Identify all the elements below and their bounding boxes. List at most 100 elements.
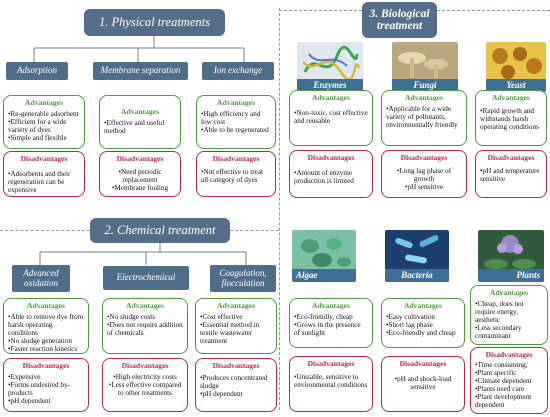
list-item: •Plants need care bbox=[475, 384, 525, 393]
list-item: •Amount of enzyme production is limited bbox=[294, 168, 354, 185]
bacteria-image bbox=[395, 235, 439, 264]
method-electrochemical: Electrochemical bbox=[103, 266, 189, 290]
list-item: •Short lag phase bbox=[386, 320, 433, 329]
yeast-advantages: Advantages •Rapid growth and withstands … bbox=[475, 90, 547, 146]
bacteria-advantages: Advantages •Easy cultivation •Short lag … bbox=[381, 298, 465, 348]
plants-image bbox=[484, 235, 536, 269]
membrane-disadvantages: Disadvantages •Need periodic replacement… bbox=[99, 151, 181, 197]
fungi-advantages: Advantages •Applicable for a wide variet… bbox=[381, 90, 467, 146]
list-item: •No sludge costs bbox=[107, 312, 156, 321]
divider-left-right bbox=[230, 230, 279, 231]
method-membrane-separation: Membrane separation bbox=[93, 62, 188, 80]
list-item: •Unstable, sensitive to environmental co… bbox=[294, 372, 368, 389]
algae-photo: Algae bbox=[292, 230, 356, 282]
method-advanced-oxidation: Advanced oxidation bbox=[12, 265, 70, 292]
plants-disadvantages: Disadvantages •Time consuming, •Plant sp… bbox=[470, 347, 548, 414]
biological-title: 3. Biological treatment bbox=[362, 2, 437, 38]
fungi-disadvantages: Disadvantages •Long lag phase of growth … bbox=[381, 150, 467, 198]
ion-exchange-disadvantages: Disadvantages •Not effective to treat al… bbox=[196, 151, 276, 197]
list-item: •pH sensitive bbox=[404, 182, 444, 191]
list-item: •pH and temperature sensitive bbox=[480, 166, 540, 183]
electrochemical-advantages: Advantages •No sludge costs •Does not re… bbox=[102, 298, 188, 354]
list-item: •Non-toxic, cost effective and reusable bbox=[294, 108, 368, 125]
list-item: •Need periodic replacement bbox=[118, 167, 162, 184]
protein-structure-image bbox=[302, 46, 361, 81]
enzymes-advantages: Advantages •Non-toxic, cost effective an… bbox=[289, 90, 373, 146]
list-item: •High electricity costs bbox=[113, 372, 177, 381]
plants-label: Plants bbox=[478, 269, 544, 282]
list-item: •High efficiency and low cost bbox=[201, 109, 261, 126]
yeast-disadvantages: Disadvantages •pH and temperature sensit… bbox=[475, 150, 547, 198]
list-item: •Produces concentrated sludge bbox=[200, 373, 268, 390]
algae-image bbox=[301, 238, 351, 267]
list-item: •Faster reaction kinetics bbox=[8, 344, 78, 353]
list-item: •Cheap, does not require energy, aesthet… bbox=[475, 299, 524, 324]
plants-advantages: Advantages •Cheap, does not require ener… bbox=[470, 285, 548, 345]
enzymes-photo: Enzymes bbox=[297, 42, 363, 92]
electrochemical-disadvantages: Disadvantages •High electricity costs •L… bbox=[102, 358, 188, 412]
yeast-label: Yeast bbox=[486, 79, 546, 92]
list-item: •Plant specific bbox=[475, 368, 517, 377]
coagulation-disadvantages: Disadvantages •Produces concentrated slu… bbox=[195, 358, 277, 412]
list-item: •Forms undesired by-products bbox=[8, 380, 71, 397]
list-item: •Adsorbents and their regeneration can b… bbox=[8, 169, 71, 194]
method-adsorption: Adsorption bbox=[6, 62, 68, 80]
chemical-title: 2. Chemical treatment bbox=[90, 218, 230, 243]
list-item: •Time consuming, bbox=[475, 360, 528, 369]
fungi-image bbox=[398, 52, 448, 80]
list-item: •Applicable for a wide variety of pollut… bbox=[386, 104, 458, 129]
method-coagulation-flocculation: Coagulation, flocculation bbox=[210, 265, 276, 292]
ion-exchange-advantages: Advantages •High efficiency and low cost… bbox=[196, 95, 276, 149]
list-item: •Able to be regenerated bbox=[201, 125, 269, 134]
algae-label: Algae bbox=[292, 269, 356, 282]
adsorption-disadvantages: Disadvantages •Adsorbents and their rege… bbox=[3, 151, 85, 197]
fungi-label: Fungi bbox=[392, 79, 458, 92]
divider-top-right bbox=[279, 10, 362, 11]
list-item: •Climate dependent bbox=[475, 376, 532, 385]
coagulation-advantages: Advantages •Cost effective •Essential me… bbox=[195, 298, 277, 354]
bacteria-disadvantages: Disadvantages •pH and shock-load sensiti… bbox=[381, 356, 465, 412]
list-item: •Does not require addition of chemicals bbox=[107, 320, 183, 337]
divider-top-right-end bbox=[437, 10, 550, 11]
list-item: •Membrane fouling bbox=[111, 183, 169, 192]
physical-tree-lines bbox=[33, 36, 245, 62]
bacteria-photo: Bacteria bbox=[385, 230, 449, 282]
list-item: •Cost effective bbox=[200, 312, 243, 321]
enzymes-disadvantages: Disadvantages •Amount of enzyme producti… bbox=[289, 150, 373, 198]
list-item: •Able to remove dye from harsh operating… bbox=[8, 312, 84, 337]
algae-disadvantages: Disadvantages •Unstable, sensitive to en… bbox=[289, 356, 373, 412]
list-item: •Not effective to treat all category of … bbox=[201, 167, 264, 184]
oxidation-disadvantages: Disadvantages •Expensive •Forms undesire… bbox=[3, 358, 89, 412]
list-item: •Rapid growth and withstands harsh opera… bbox=[480, 106, 539, 131]
enzymes-label: Enzymes bbox=[297, 79, 363, 92]
list-item: •Essential method in textile wastewater … bbox=[200, 320, 260, 345]
list-item: •Grows in the presence of sunlight bbox=[294, 320, 361, 337]
list-item: •Re-generable adsorbent bbox=[8, 109, 79, 118]
plants-photo: Plants bbox=[478, 230, 544, 282]
physical-title: 1. Physical treatments bbox=[84, 9, 225, 36]
chemical-tree-lines bbox=[39, 243, 247, 265]
list-item: •Eco-friendly, cheap bbox=[294, 312, 353, 321]
list-item: •pH dependent bbox=[200, 389, 243, 398]
oxidation-advantages: Advantages •Able to remove dye from hars… bbox=[3, 298, 89, 354]
list-item: •Long lag phase of growth bbox=[396, 166, 452, 183]
list-item: •pH and shock-load sensitive bbox=[394, 374, 452, 391]
yeast-image bbox=[492, 47, 542, 79]
bacteria-label: Bacteria bbox=[385, 269, 449, 282]
list-item: •Effective and useful method bbox=[104, 118, 165, 135]
list-item: •Less secondary contaminant bbox=[475, 323, 522, 340]
list-item: •Expensive bbox=[8, 372, 41, 381]
algae-advantages: Advantages •Eco-friendly, cheap •Grows i… bbox=[289, 298, 373, 348]
fungi-photo: Fungi bbox=[392, 42, 458, 92]
list-item: •No sludge generation bbox=[8, 336, 72, 345]
list-item: •Less effective compared to other treatm… bbox=[108, 380, 182, 397]
divider-vertical bbox=[279, 8, 280, 410]
list-item: •Plant development dependent bbox=[475, 392, 532, 409]
list-item: •Efficient for a wide variety of dyes bbox=[8, 117, 67, 134]
list-item: •Easy cultivation bbox=[386, 312, 436, 321]
method-ion-exchange: Ion exchange bbox=[202, 62, 274, 80]
membrane-advantages: Advantages •Effective and useful method bbox=[99, 95, 181, 149]
list-item: •pH dependent bbox=[8, 396, 51, 405]
yeast-photo: Yeast bbox=[486, 42, 546, 92]
divider-left bbox=[0, 230, 90, 231]
